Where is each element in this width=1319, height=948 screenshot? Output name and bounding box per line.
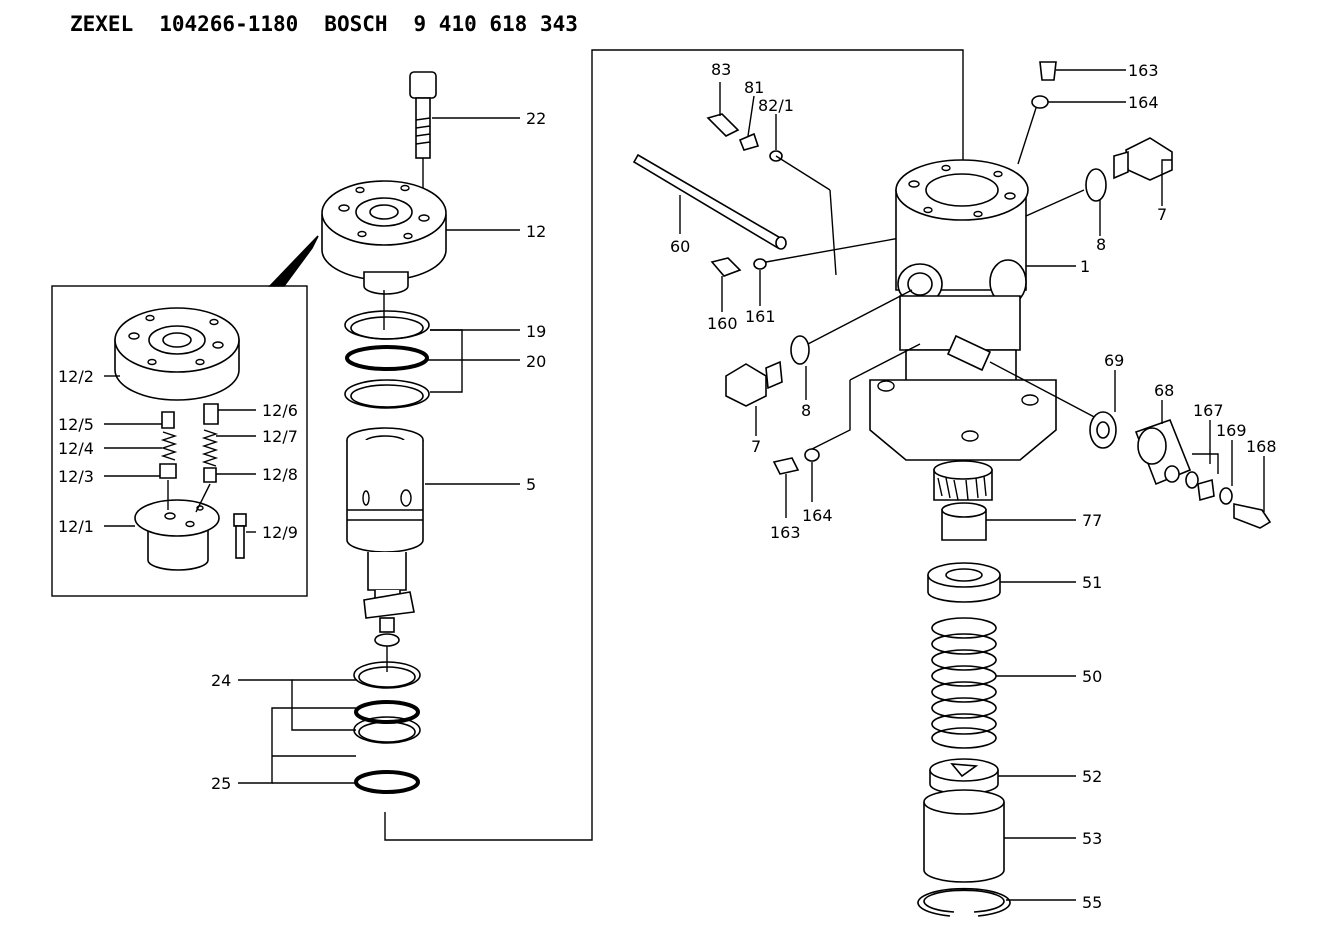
- callout-1: 1: [1080, 257, 1090, 276]
- callout-69: 69: [1104, 351, 1124, 370]
- callout-8-left: 8: [801, 401, 811, 420]
- part-69-68-valve-group: [1089, 411, 1272, 529]
- callout-77: 77: [1082, 511, 1102, 530]
- callout-labels: 22 12 19 20 5 24 25 12/2 12/5 12/4 12/3 …: [58, 60, 1277, 912]
- callout-51: 51: [1082, 573, 1102, 592]
- detail-box-part-12: [51, 235, 319, 597]
- callout-25: 25: [211, 774, 231, 793]
- callout-12-7: 12/7: [262, 427, 298, 446]
- callout-24: 24: [211, 671, 231, 690]
- callout-12-8: 12/8: [262, 465, 298, 484]
- part-163-164-top: [1017, 61, 1057, 165]
- part-12-flange: [321, 180, 447, 295]
- callout-161: 161: [745, 307, 776, 326]
- part-5-plunger-barrel: [346, 427, 424, 672]
- maker-zexel: ZEXEL: [70, 12, 134, 36]
- callout-12-2: 12/2: [58, 367, 94, 386]
- callout-168: 168: [1246, 437, 1277, 456]
- callout-12: 12: [526, 222, 546, 241]
- callout-12-5: 12/5: [58, 415, 94, 434]
- part-24-25-seal-rings: [353, 661, 421, 794]
- part-number-bosch: 9 410 618 343: [413, 12, 578, 36]
- callout-7-left: 7: [751, 437, 761, 456]
- callout-19: 19: [526, 322, 546, 341]
- part-7-8-plug-left: [725, 289, 913, 407]
- callout-8-right: 8: [1096, 235, 1106, 254]
- part-7-8-plug-right: [1025, 137, 1173, 217]
- part-53-tappet: [923, 789, 1005, 883]
- part-52-lower-spring-seat: [929, 758, 999, 795]
- callout-12-4: 12/4: [58, 439, 94, 458]
- callout-164-lower: 164: [802, 506, 833, 525]
- part-51-spring-seat: [927, 562, 1001, 603]
- callout-12-9: 12/9: [262, 523, 298, 542]
- leader-lines: [104, 69, 1265, 901]
- callout-60: 60: [670, 237, 690, 256]
- callout-55: 55: [1082, 893, 1102, 912]
- callout-68: 68: [1154, 381, 1174, 400]
- part-163-164-lower: [772, 448, 820, 475]
- callout-81: 81: [744, 78, 764, 97]
- part-22-bolt: [409, 71, 437, 198]
- callout-83: 83: [711, 60, 731, 79]
- maker-bosch: BOSCH: [324, 12, 388, 36]
- callout-169: 169: [1216, 421, 1247, 440]
- callout-12-6: 12/6: [262, 401, 298, 420]
- callout-5: 5: [526, 475, 536, 494]
- callout-163-lower: 163: [770, 523, 801, 542]
- assembly-connector-line: [384, 49, 964, 841]
- callout-50: 50: [1082, 667, 1102, 686]
- part-60-rod: [632, 153, 787, 250]
- part-160-161-screws: [710, 237, 901, 277]
- part-77-control-sleeve: [933, 460, 993, 541]
- callout-82-1: 82/1: [758, 96, 794, 115]
- callout-12-3: 12/3: [58, 467, 94, 486]
- page-title: ZEXEL 104266-1180 BOSCH 9 410 618 343: [70, 12, 604, 36]
- part-50-plunger-spring: [931, 617, 997, 749]
- callout-20: 20: [526, 352, 546, 371]
- part-number-zexel: 104266-1180: [159, 12, 299, 36]
- part-1-pump-housing: [809, 159, 1101, 461]
- part-19-20-seal-rings: [344, 310, 430, 409]
- callout-7-right: 7: [1157, 205, 1167, 224]
- callout-22: 22: [526, 109, 546, 128]
- callout-160: 160: [707, 314, 738, 333]
- part-83-81-82-fittings: [706, 113, 837, 276]
- callout-53: 53: [1082, 829, 1102, 848]
- callout-164-top: 164: [1128, 93, 1159, 112]
- callout-12-1: 12/1: [58, 517, 94, 536]
- callout-52: 52: [1082, 767, 1102, 786]
- callout-167: 167: [1193, 401, 1224, 420]
- callout-163-top: 163: [1128, 61, 1159, 80]
- part-55-circlip: [917, 887, 1011, 917]
